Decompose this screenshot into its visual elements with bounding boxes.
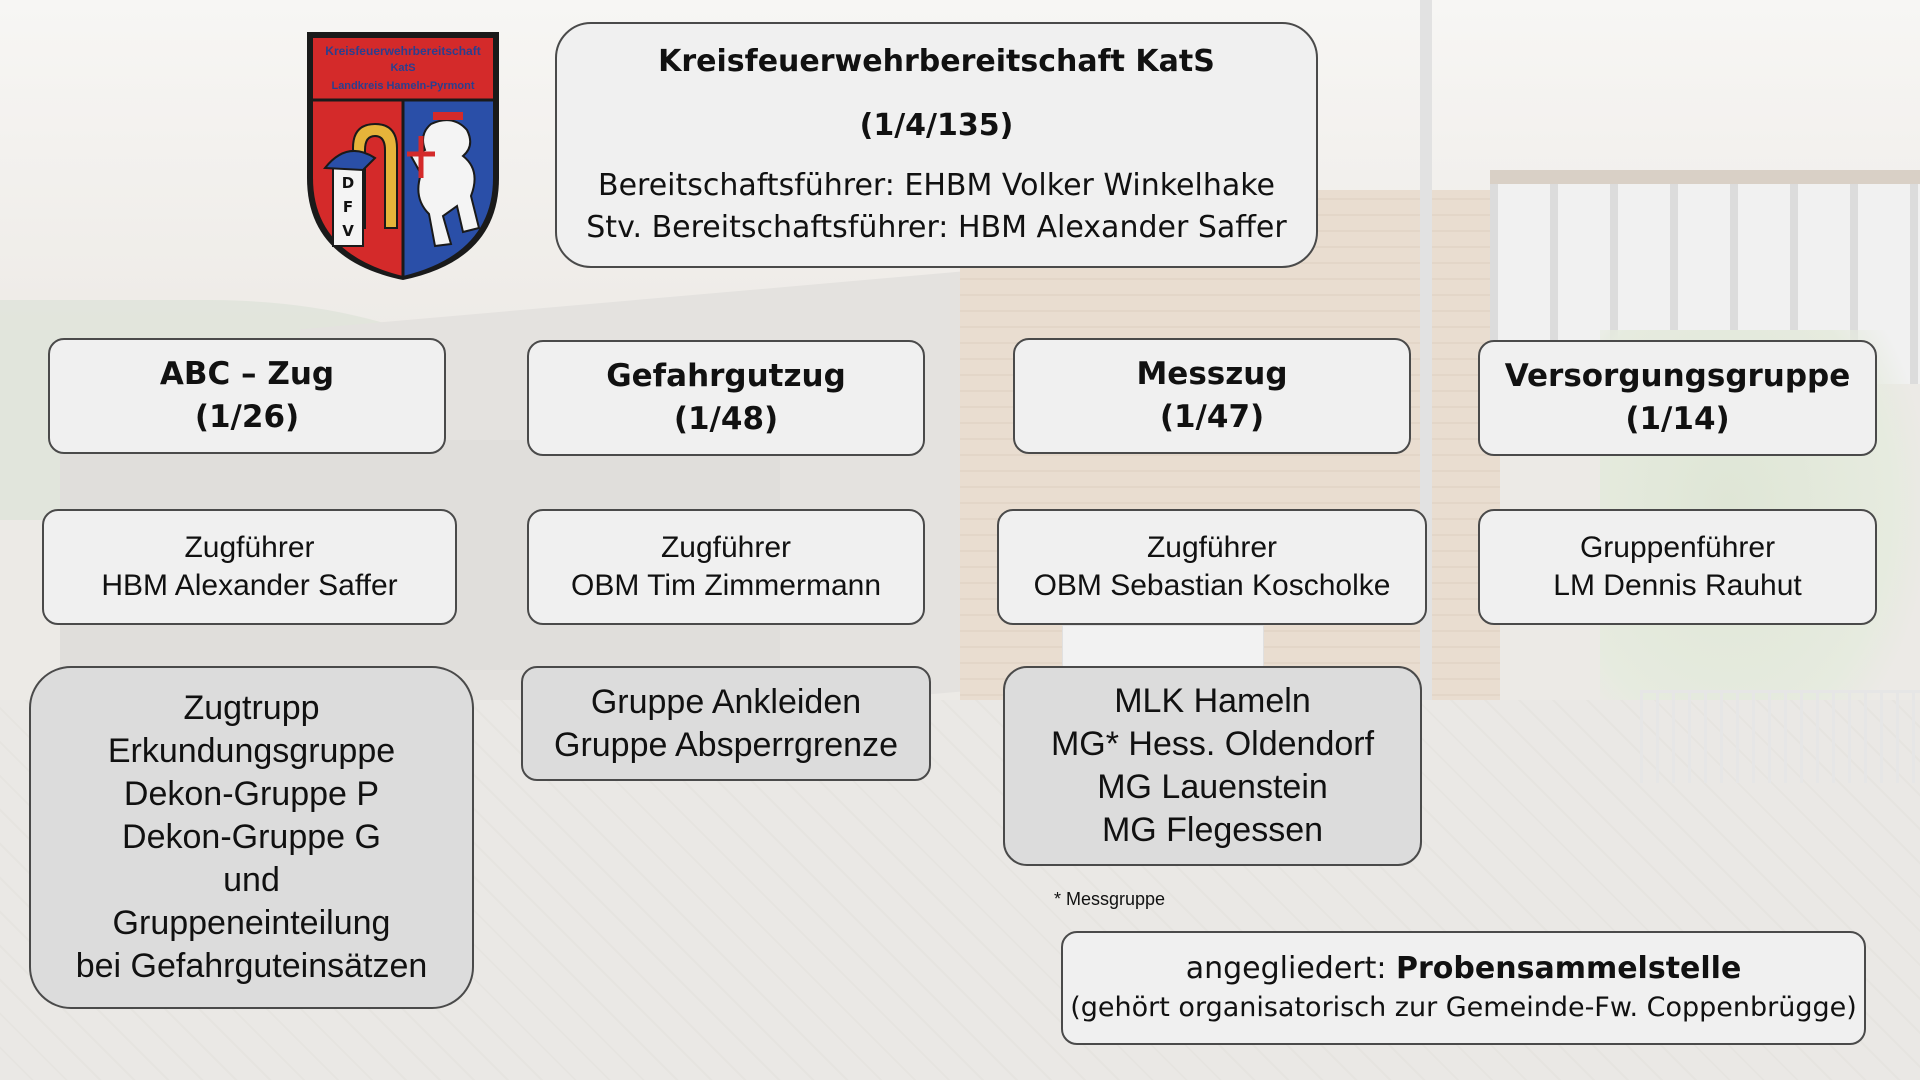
group-item: MG Flegessen [1101,811,1324,849]
unit-box-messzug: Messzug (1/47) [1013,338,1411,454]
leader-box-abc: Zugführer HBM Alexander Saffer [42,509,457,625]
attached-unit-note: (gehört organisatorisch zur Gemeinde-Fw.… [1070,992,1857,1023]
leader-name: OBM Tim Zimmermann [570,569,882,602]
groups-box-gefahrgutzug: Gruppe Ankleiden Gruppe Absperrgrenze [521,666,931,781]
leader-name: HBM Alexander Saffer [101,569,398,602]
unit-strength: (1/26) [194,399,300,435]
group-item: Gruppeneinteilung [112,904,391,942]
footnote: * Messgruppe [1054,889,1166,909]
unit-name: ABC – Zug [159,356,335,392]
organization-strength: (1/4/135) [859,108,1014,143]
unit-box-abc: ABC – Zug (1/26) [48,338,446,454]
group-item: und [223,861,280,899]
group-item: MG* Hess. Oldendorf [1050,725,1375,763]
unit-name: Messzug [1136,356,1288,392]
logo-text-line-1: Kreisfeuerwehrbereitschaft [325,44,480,58]
groups-box-abc: Zugtrupp Erkundungsgruppe Dekon-Gruppe P… [29,666,474,1009]
leader-box-gefahrgutzug: Zugführer OBM Tim Zimmermann [527,509,925,625]
leader-name: OBM Sebastian Koscholke [1033,569,1391,602]
organization-title: Kreisfeuerwehrbereitschaft KatS [658,44,1215,79]
group-item: Gruppe Absperrgrenze [554,725,898,764]
organization-deputy-leader: Stv. Bereitschaftsführer: HBM Alexander … [586,210,1287,245]
logo-text-line-2: KatS [390,62,415,74]
group-item: bei Gefahrguteinsätzen [75,947,428,985]
svg-text:F: F [343,198,353,216]
unit-name: Gefahrgutzug [606,358,846,394]
unit-box-versorgungsgruppe: Versorgungsgruppe (1/14) [1478,340,1877,456]
leader-role: Zugführer [660,531,792,564]
attached-unit-name: Probensammelstelle [1396,951,1742,986]
unit-box-gefahrgutzug: Gefahrgutzug (1/48) [527,340,925,456]
leader-role: Zugführer [184,531,315,564]
group-item: Dekon-Gruppe G [122,818,381,856]
unit-name: Versorgungsgruppe [1504,358,1851,394]
unit-strength: (1/14) [1625,401,1730,437]
group-item: Zugtrupp [183,689,320,727]
group-item: Gruppe Ankleiden [590,682,862,721]
group-item: MLK Hameln [1114,682,1311,720]
group-item: Dekon-Gruppe P [123,775,380,813]
attached-unit-box: angegliedert: Probensammelstelle (gehört… [1061,931,1866,1045]
leader-box-messzug: Zugführer OBM Sebastian Koscholke [997,509,1427,625]
organization-leader: Bereitschaftsführer: EHBM Volker Winkelh… [597,168,1276,203]
unit-strength: (1/48) [673,401,779,437]
svg-text:V: V [342,222,354,240]
leader-name: LM Dennis Rauhut [1553,569,1802,602]
logo-text-line-3: Landkreis Hameln-Pyrmont [331,80,474,92]
coat-of-arms-logo: Kreisfeuerwehrbereitschaft KatS Landkrei… [303,28,503,284]
attached-prefix: angegliedert: [1185,951,1397,986]
group-item: MG Lauenstein [1097,768,1328,806]
svg-text:D: D [342,174,354,192]
leader-role: Gruppenführer [1579,531,1776,564]
group-item: Erkundungsgruppe [107,732,396,770]
leader-box-versorgungsgruppe: Gruppenführer LM Dennis Rauhut [1478,509,1877,625]
leader-role: Zugführer [1146,531,1278,564]
attached-unit-title: angegliedert: Probensammelstelle [1186,949,1742,989]
headline-box: Kreisfeuerwehrbereitschaft KatS (1/4/135… [555,22,1318,268]
groups-box-messzug: MLK Hameln MG* Hess. Oldendorf MG Lauens… [1003,666,1422,866]
unit-strength: (1/47) [1159,399,1265,435]
